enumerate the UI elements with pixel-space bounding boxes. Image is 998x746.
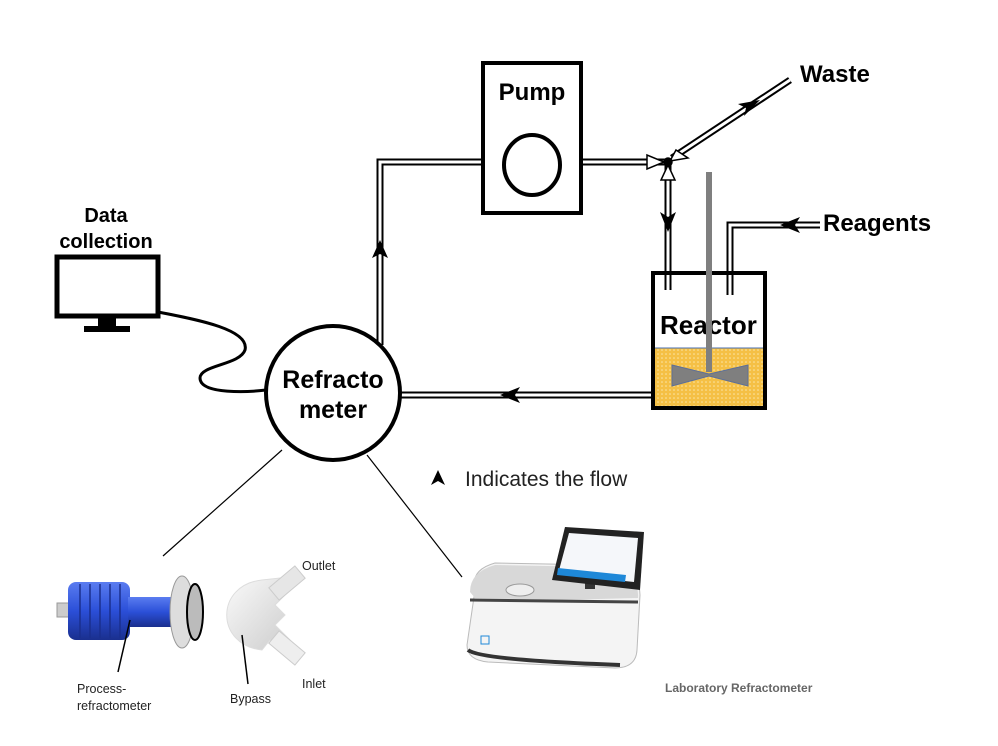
process-refractometer-illustration — [56, 565, 306, 685]
bypass-label: Bypass — [230, 692, 271, 706]
reactor: Reactor — [651, 172, 767, 410]
flow-arrow-reagents — [780, 217, 800, 233]
connector-lab — [366, 454, 463, 578]
process-label-2: refractometer — [77, 699, 151, 713]
reagents-label: Reagents — [823, 210, 931, 237]
flow-arrows — [372, 100, 800, 403]
legend-arrow-icon — [431, 470, 445, 485]
flow-arrow-up — [372, 240, 388, 258]
monitor-icon — [54, 254, 161, 332]
refractometer-node: Refracto meter — [264, 324, 402, 462]
lab-refractometer-illustration — [466, 527, 644, 669]
refractometer-label-2: meter — [299, 396, 367, 424]
data-cable — [157, 310, 267, 394]
outlet-label: Outlet — [302, 559, 336, 573]
pump-label: Pump — [499, 79, 566, 106]
impeller — [671, 364, 749, 387]
flow-arrow-down — [660, 212, 676, 232]
refractometer-label-1: Refracto — [282, 366, 383, 394]
stirrer-shaft — [706, 172, 712, 372]
pump: Pump — [481, 61, 583, 215]
inlet-label: Inlet — [302, 677, 326, 691]
process-label-1: Process- — [77, 682, 126, 696]
three-way-valve — [646, 148, 690, 181]
flow-arrow-left — [500, 387, 520, 403]
lab-refractometer-label: Laboratory Refractometer — [665, 681, 813, 695]
waste-label: Waste — [800, 61, 870, 88]
connector-process — [162, 449, 283, 557]
legend-text: Indicates the flow — [465, 468, 628, 491]
data-collection-label-1: Data — [84, 205, 128, 227]
data-collection-label-2: collection — [59, 231, 152, 253]
flow-arrow-waste — [738, 100, 760, 116]
